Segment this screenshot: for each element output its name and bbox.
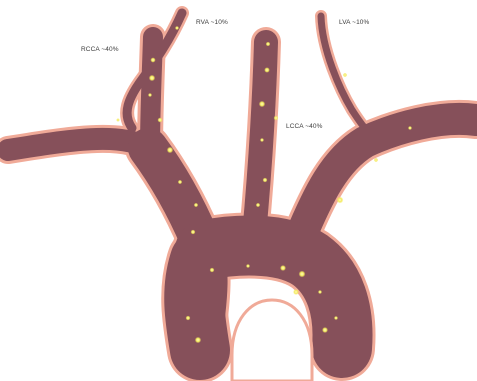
particle (259, 101, 265, 107)
vessel-lumens (8, 13, 476, 355)
particle (191, 230, 196, 235)
particle (274, 116, 279, 121)
particle (280, 265, 286, 271)
arch-left-foot-lumen (194, 260, 200, 350)
particle (266, 42, 271, 47)
label-lva: LVA ~10% (339, 19, 369, 26)
particle (256, 203, 260, 207)
particle (374, 158, 378, 162)
particle (148, 93, 152, 97)
particle (264, 67, 270, 73)
particle (158, 118, 163, 123)
particle (194, 203, 198, 207)
label-rva: RVA ~10% (196, 19, 228, 26)
arch-inner-opening (232, 300, 312, 381)
particle (178, 180, 182, 184)
particle (263, 178, 268, 183)
particle (175, 26, 179, 30)
particle (186, 316, 191, 321)
particle (299, 271, 306, 278)
particle (167, 147, 173, 153)
vessel-walls (8, 13, 476, 355)
particle (408, 126, 412, 130)
particle (322, 327, 328, 333)
particle (318, 290, 322, 294)
lcca-lumen (254, 42, 266, 235)
particle (195, 337, 201, 343)
particle (293, 289, 299, 295)
particle (116, 118, 120, 122)
particle (150, 57, 155, 62)
particle (343, 73, 347, 77)
particle (149, 75, 155, 81)
label-lcca: LCCA ~40% (286, 123, 323, 130)
particle (334, 316, 338, 320)
particle (337, 197, 344, 204)
right-subclavian-lumen (8, 139, 148, 150)
particle (210, 268, 215, 273)
particle (246, 264, 250, 268)
particle (260, 138, 264, 142)
label-rcca: RCCA ~40% (81, 46, 119, 53)
